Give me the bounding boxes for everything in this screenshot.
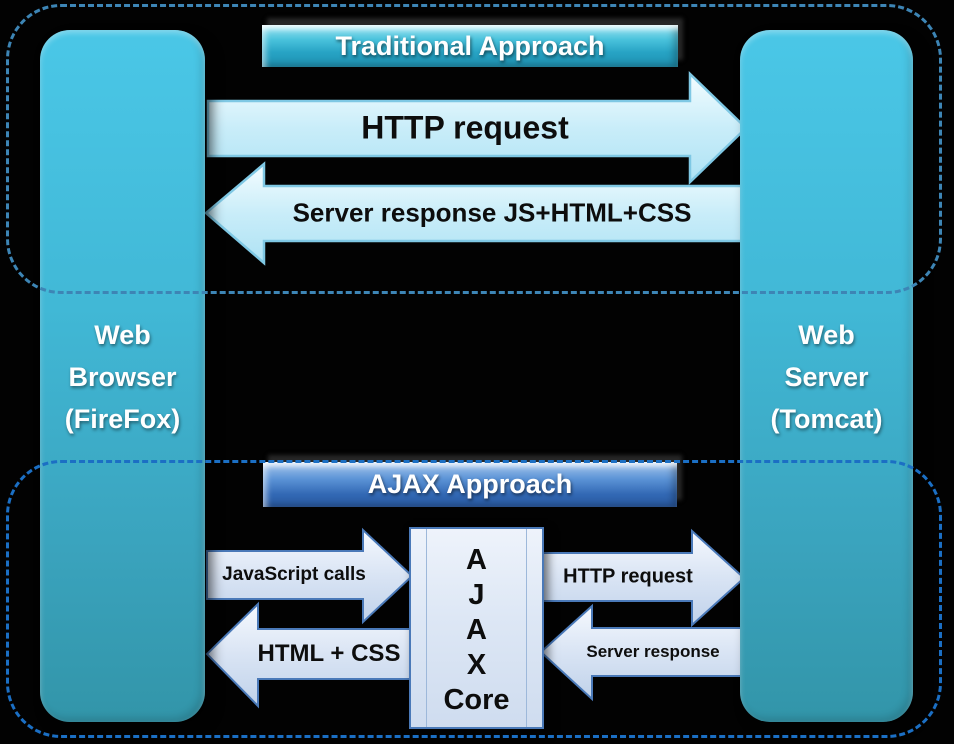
ajax-core-right-rail: [526, 529, 527, 727]
traditional-server-response-label: Server response JS+HTML+CSS: [292, 197, 692, 228]
ajax-core-left-rail: [426, 529, 427, 727]
web-server-label-line1: Web: [798, 320, 855, 350]
traditional-http-request-label: HTTP request: [361, 109, 569, 146]
web-server-node: Web Server (Tomcat): [740, 30, 913, 722]
ajax-core-line1: A: [466, 544, 487, 576]
web-browser-label: Web Browser (FireFox): [40, 314, 205, 440]
web-server-label-line3: (Tomcat): [770, 404, 883, 434]
ajax-javascript-calls-label: JavaScript calls: [222, 564, 366, 585]
web-browser-label-line1: Web: [94, 320, 151, 350]
ajax-core-line3: A: [466, 614, 487, 646]
web-browser-label-line2: Browser: [68, 362, 177, 392]
ajax-core-label: A J A X Core: [411, 529, 542, 718]
web-browser-node: Web Browser (FireFox): [40, 30, 205, 722]
web-server-label-line2: Server: [784, 362, 869, 392]
ajax-core-box: A J A X Core: [409, 527, 544, 729]
ajax-approach-header: AJAX Approach: [263, 462, 677, 507]
traditional-server-response-arrow: [204, 161, 748, 266]
ajax-http-request-label: HTTP request: [563, 565, 693, 588]
ajax-core-line4: X: [466, 649, 487, 681]
ajax-http-request-arrow: [541, 528, 746, 628]
traditional-http-request-arrow: [206, 71, 748, 185]
ajax-html-css-arrow: [205, 601, 411, 709]
web-server-label: Web Server (Tomcat): [740, 314, 913, 440]
ajax-core-line2: J: [468, 579, 485, 611]
ajax-javascript-calls-arrow: [206, 527, 414, 625]
ajax-server-response-label: Server response: [586, 642, 720, 661]
traditional-approach-header: Traditional Approach: [262, 25, 678, 67]
ajax-core-line5: Core: [443, 684, 510, 716]
ajax-html-css-label: HTML + CSS: [257, 640, 401, 667]
web-browser-label-line3: (FireFox): [64, 404, 181, 434]
ajax-server-response-arrow: [539, 603, 745, 702]
